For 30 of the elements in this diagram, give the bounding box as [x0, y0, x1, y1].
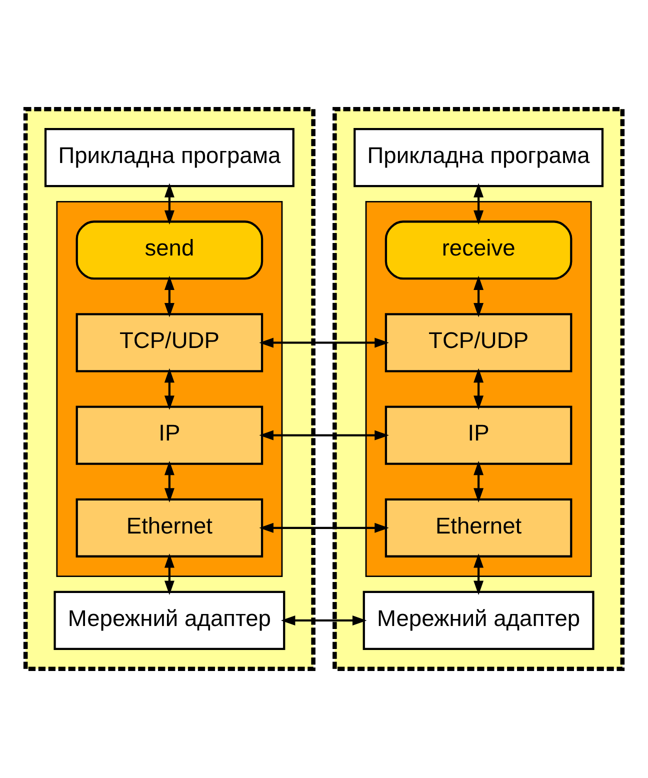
cluster [332, 106, 625, 672]
arrow [280, 615, 367, 626]
node-box: Прикладна програма [354, 128, 604, 188]
node-box: TCP/UDP [76, 313, 264, 372]
arrow [474, 276, 484, 318]
arrow [164, 553, 174, 596]
arrow [164, 183, 174, 225]
node-box: Ethernet [384, 498, 572, 558]
node-box: IP [384, 406, 572, 465]
arrow [259, 430, 389, 440]
node-box: receive [384, 220, 572, 280]
arrow [474, 460, 484, 502]
arrow [164, 368, 174, 410]
arrow [259, 338, 389, 348]
arrow [474, 553, 484, 596]
node-box: Мережний адаптер [362, 590, 594, 650]
arrow [474, 368, 484, 410]
node-box: send [76, 220, 264, 280]
arrow [259, 522, 389, 533]
node-box: IP [76, 406, 264, 465]
cluster [23, 106, 316, 672]
arrow [474, 183, 484, 225]
cluster [56, 200, 283, 578]
node-box: Ethernet [76, 498, 264, 558]
arrow [164, 460, 174, 502]
node-box: Прикладна програма [44, 128, 294, 188]
cluster [365, 200, 592, 578]
arrow [164, 276, 174, 318]
node-box: Мережний адаптер [54, 590, 286, 650]
node-box: TCP/UDP [384, 313, 572, 372]
